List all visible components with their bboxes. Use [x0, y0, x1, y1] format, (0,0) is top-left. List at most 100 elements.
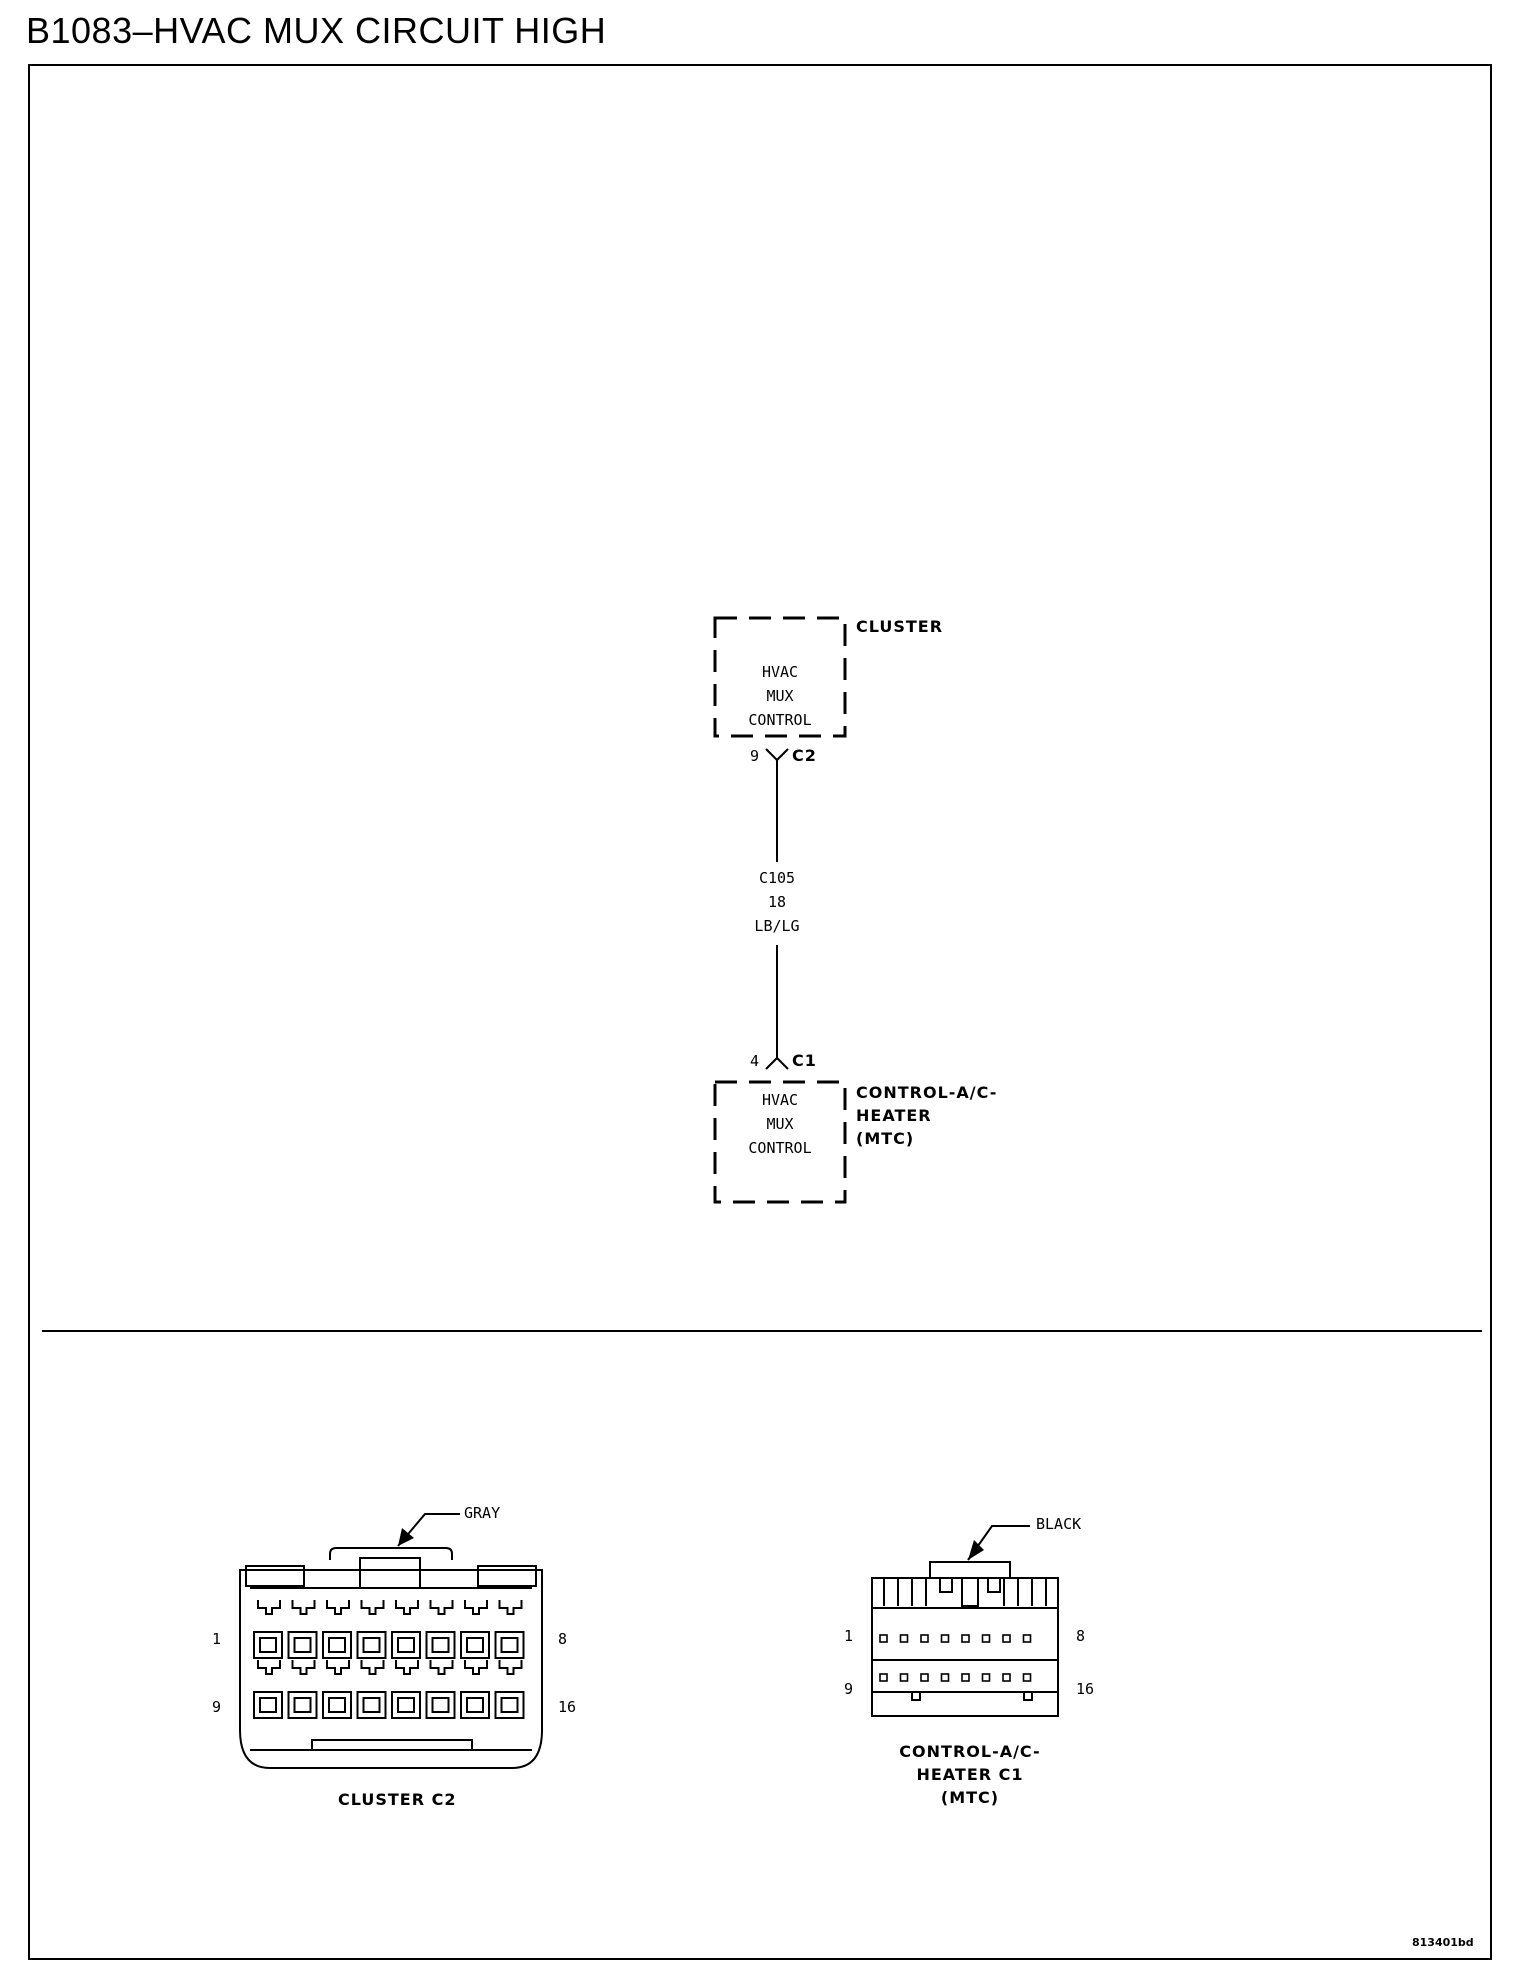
pin-cavity-inner — [500, 1697, 519, 1713]
pin-cavity-inner — [259, 1697, 277, 1713]
c2-connector-symbol — [765, 748, 789, 761]
cavity-latch — [360, 1600, 385, 1615]
cavity-latch — [429, 1600, 454, 1615]
function-line-3: CONTROL — [748, 711, 812, 729]
c2-connector-label: C2 — [792, 746, 817, 765]
cavity-latch — [257, 1600, 281, 1615]
pin-cavity — [1022, 1634, 1032, 1643]
mtc-c1-caption: CONTROL-A/C- HEATER C1 (MTC) — [880, 1740, 1060, 1809]
pin-cavity — [287, 1691, 318, 1719]
pin-cavity — [879, 1673, 888, 1682]
pin-cavity — [1002, 1634, 1011, 1643]
page-title: B1083–HVAC MUX CIRCUIT HIGH — [26, 10, 607, 51]
cavity-latch — [360, 1660, 385, 1675]
pin-cavity — [287, 1631, 318, 1659]
left-pin-16: 16 — [558, 1698, 577, 1716]
caption-line-3: (MTC) — [940, 1788, 1000, 1807]
black-color-label: BLACK — [1036, 1515, 1082, 1533]
function-line-1: HVAC — [761, 663, 799, 681]
pin-cavity — [940, 1634, 950, 1643]
function-line-1: HVAC — [761, 1091, 799, 1109]
caption-line-1: CONTROL-A/C- — [899, 1742, 1041, 1761]
function-line-2: MUX — [766, 1115, 794, 1133]
pin-cavity-inner — [466, 1697, 484, 1713]
pin-cavity — [899, 1673, 909, 1682]
pin-cavity — [920, 1634, 929, 1643]
cavity-latch — [498, 1660, 523, 1675]
cavity-latch — [326, 1660, 350, 1675]
function-line-3: CONTROL — [748, 1139, 812, 1157]
pin-cavity-inner — [431, 1637, 450, 1653]
c1-pin-number: 4 — [750, 1052, 760, 1070]
pin-cavity — [961, 1673, 970, 1682]
right-pin-9: 9 — [844, 1680, 854, 1698]
pin-cavity — [253, 1691, 283, 1719]
c1-connector-label: C1 — [792, 1051, 817, 1070]
pin-cavity — [253, 1631, 283, 1659]
section-divider — [42, 1330, 1482, 1332]
pin-cavity — [460, 1631, 490, 1659]
wire-gauge: 18 — [767, 893, 787, 911]
cavity-latch — [291, 1660, 316, 1675]
cluster-function-text: HVAC MUX CONTROL — [715, 660, 845, 732]
pin-cavity-inner — [293, 1637, 312, 1653]
cavity-latch — [464, 1600, 488, 1615]
left-pin-1: 1 — [212, 1630, 222, 1648]
wire-circuit: C105 — [758, 869, 796, 887]
left-pin-8: 8 — [558, 1630, 568, 1648]
function-line-2: MUX — [766, 687, 794, 705]
pin-cavity — [981, 1673, 991, 1682]
pin-cavity-inner — [328, 1697, 346, 1713]
pin-cavity-inner — [397, 1697, 415, 1713]
right-pin-16: 16 — [1076, 1680, 1095, 1698]
pin-cavity — [961, 1634, 970, 1643]
left-pin-9: 9 — [212, 1698, 222, 1716]
cavity-latch — [291, 1600, 316, 1615]
mtc-component-label: CONTROL-A/C- HEATER (MTC) — [856, 1081, 997, 1150]
pin-cavity-inner — [362, 1637, 381, 1653]
pin-cavity — [425, 1631, 456, 1659]
mtc-c1-connector — [871, 1525, 1059, 1717]
cluster-component-label: CLUSTER — [856, 617, 944, 636]
pin-cavity — [356, 1691, 387, 1719]
pin-cavity — [460, 1691, 490, 1719]
pin-cavity — [391, 1631, 421, 1659]
pin-cavity-inner — [466, 1637, 484, 1653]
gray-color-label: GRAY — [464, 1504, 501, 1522]
pin-cavity — [322, 1631, 352, 1659]
pin-cavity — [356, 1631, 387, 1659]
cavity-latch — [395, 1600, 419, 1615]
diagram-frame — [28, 64, 1492, 1960]
pin-cavity — [940, 1673, 950, 1682]
component-line-3: (MTC) — [856, 1129, 915, 1148]
pin-cavity — [899, 1634, 909, 1643]
figure-id: 813401bd — [1412, 1936, 1474, 1949]
pin-cavity-inner — [500, 1637, 519, 1653]
mtc-function-text: HVAC MUX CONTROL — [715, 1088, 845, 1160]
cluster-c2-connector — [239, 1513, 543, 1769]
pin-cavity-inner — [362, 1697, 381, 1713]
cavity-latch — [464, 1660, 488, 1675]
mtc-module-box — [713, 1080, 847, 1204]
black-arrow-head — [968, 1540, 984, 1560]
component-line-2: HEATER — [856, 1106, 932, 1125]
pin-cavity — [981, 1634, 991, 1643]
pin-cavity — [1002, 1673, 1011, 1682]
cavity-latch — [395, 1660, 419, 1675]
wire-color: LB/LG — [754, 917, 800, 935]
component-line-1: CONTROL-A/C- — [856, 1083, 998, 1102]
cavity-latch — [429, 1660, 454, 1675]
pin-cavity-inner — [328, 1637, 346, 1653]
cavity-latch — [326, 1600, 350, 1615]
pin-cavity — [494, 1631, 525, 1659]
pin-cavity-inner — [431, 1697, 450, 1713]
c1-connector-symbol — [765, 1057, 789, 1070]
wire-label: C105 18 LB/LG — [737, 866, 817, 938]
cluster-c2-caption: CLUSTER C2 — [338, 1790, 457, 1809]
pin-cavity — [1022, 1673, 1032, 1682]
cavity-latch — [257, 1660, 281, 1675]
pin-cavity-inner — [259, 1637, 277, 1653]
pin-cavity-inner — [293, 1697, 312, 1713]
pin-cavity — [391, 1691, 421, 1719]
